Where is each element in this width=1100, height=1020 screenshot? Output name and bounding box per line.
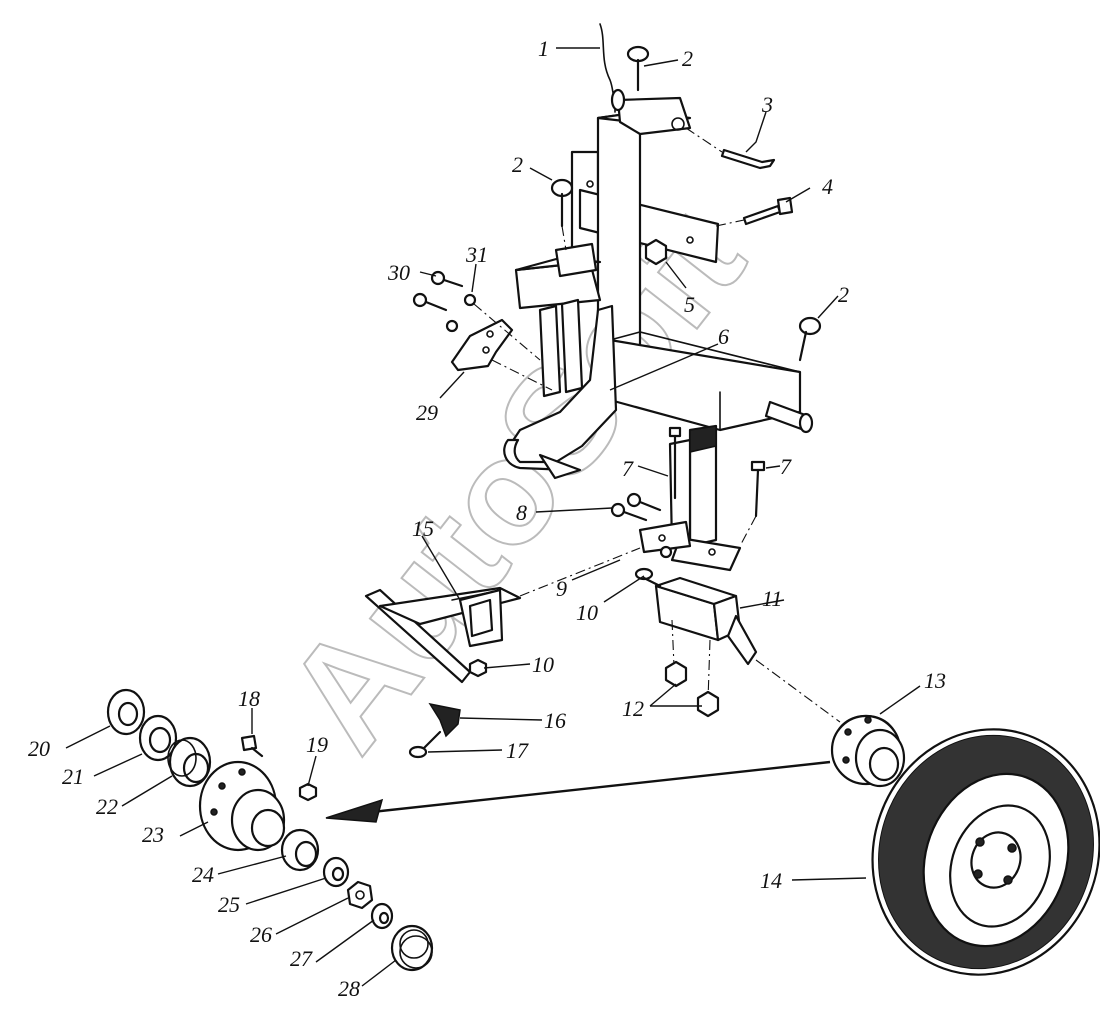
- callout-10-top: 10: [576, 600, 598, 625]
- callout-29: 29: [416, 400, 438, 425]
- callout-2-left: 2: [512, 152, 523, 177]
- callout-8: 8: [516, 500, 527, 525]
- callout-21: 21: [62, 764, 84, 789]
- screw-17: [408, 730, 442, 759]
- callout-27: 27: [290, 946, 313, 971]
- nut-26: [346, 880, 374, 910]
- callout-24: 24: [192, 862, 214, 887]
- cap-28: [390, 924, 434, 972]
- skid-15: [364, 547, 641, 684]
- nut-12-right: [696, 690, 720, 718]
- callout-4: 4: [822, 174, 833, 199]
- pin-2-right: [798, 316, 822, 362]
- bolt-7-left: [668, 426, 682, 500]
- callout-19: 19: [306, 732, 328, 757]
- callout-11: 11: [762, 586, 782, 611]
- callout-2-top: 2: [682, 46, 693, 71]
- callout-26: 26: [250, 922, 272, 947]
- callout-14: 14: [760, 868, 782, 893]
- callout-30: 30: [387, 260, 410, 285]
- callout-10-bottom: 10: [532, 652, 554, 677]
- callout-9: 9: [556, 576, 567, 601]
- shank-point: [538, 453, 582, 480]
- nut-31: [463, 293, 477, 307]
- callout-13: 13: [924, 668, 946, 693]
- nut-5: [644, 238, 668, 266]
- callout-2-right: 2: [838, 282, 849, 307]
- nut-10: [468, 658, 488, 678]
- callout-31: 31: [465, 242, 488, 267]
- bolt-7-right: [739, 460, 766, 547]
- callout-17: 17: [506, 738, 529, 763]
- axle-tube-11: [634, 567, 841, 723]
- assembly-arrow: [325, 760, 831, 823]
- callout-22: 22: [96, 794, 118, 819]
- bolt-8: [610, 492, 662, 522]
- bolt-30: [412, 270, 464, 312]
- callout-20: 20: [28, 736, 50, 761]
- callout-labels: 1 2 3 2 4 5 30 31 2 6 29 7 7 8 15 9 10 1…: [28, 36, 946, 1001]
- callout-7-left: 7: [622, 456, 634, 481]
- bolt-18: [240, 734, 258, 752]
- nut-9: [659, 545, 673, 559]
- nut-12-left: [664, 660, 688, 688]
- bolt-4: [715, 196, 794, 227]
- pin-2-left: [550, 178, 574, 251]
- callout-28: 28: [338, 976, 360, 1001]
- pin-3: [720, 148, 776, 170]
- callout-7-right: 7: [780, 454, 792, 479]
- callout-1: 1: [538, 36, 549, 61]
- callout-16: 16: [544, 708, 566, 733]
- clip-16: [428, 702, 461, 738]
- callout-18: 18: [238, 686, 260, 711]
- callout-15: 15: [412, 516, 434, 541]
- callout-6: 6: [718, 324, 729, 349]
- callout-23: 23: [142, 822, 164, 847]
- bracket-29: [450, 318, 514, 372]
- callout-5: 5: [684, 292, 695, 317]
- pin-2-top: [626, 45, 650, 92]
- callout-12: 12: [622, 696, 644, 721]
- bearing-stack: [106, 688, 434, 972]
- tractor-wheel-14: [871, 728, 1100, 976]
- callout-3: 3: [761, 92, 773, 117]
- callout-25: 25: [218, 892, 240, 917]
- nut-19: [298, 782, 318, 802]
- hub-13: [830, 714, 906, 788]
- callout-leaders: [65, 47, 921, 987]
